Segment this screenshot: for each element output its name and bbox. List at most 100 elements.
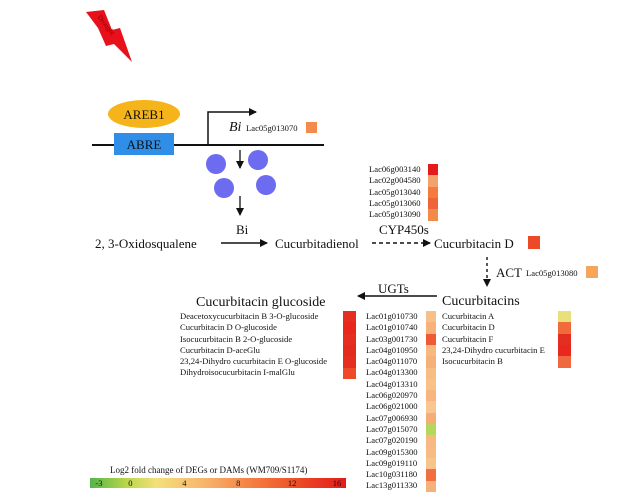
cucurbitacin-heat-cell: [558, 356, 571, 368]
ugt-gene-id: Lac03g001730: [366, 333, 418, 344]
glucoside-heat-cell: [343, 356, 356, 368]
ugt-heat-cell: [426, 311, 436, 323]
cucurbitacin-d-label: Cucurbitacin D: [434, 236, 514, 251]
ugt-gene-id: Lac07g020190: [366, 435, 418, 446]
glucoside-heat-cell: [343, 322, 356, 334]
glucoside-heat-column: [343, 311, 356, 380]
cyp-gene-id: Lac05g013090: [369, 209, 421, 220]
ugt-heat-cell: [426, 457, 436, 470]
bi-gene-heat-cell: [306, 122, 317, 133]
glucoside-name: Dihydroisocucurbitacin I-malGlu: [180, 367, 295, 378]
transcription-start-arrow: [207, 108, 257, 145]
ugt-gene-id: Lac06g020970: [366, 390, 418, 401]
glucoside-name: Deacetoxycucurbitacin B 3-O-glucoside: [180, 311, 319, 321]
cyp450-label: CYP450s: [379, 222, 429, 237]
ugt-heat-cell: [426, 390, 436, 402]
cyp-heat-cell: [428, 175, 438, 187]
ugt-heat-cell: [426, 424, 436, 436]
ugt-gene-id: Lac07g015070: [366, 423, 418, 434]
ugt-heat-cell: [426, 412, 436, 425]
ugt-heat-cell: [426, 356, 436, 368]
legend-ticks: -3 0 4 8 12 16: [90, 479, 346, 489]
abre-box: ABRE: [114, 133, 174, 155]
ugt-heat-cell: [426, 378, 436, 391]
legend-color-bar: [90, 478, 346, 488]
bi-enzyme-dot: [214, 178, 234, 198]
substrate-label: 2, 3-Oxidosqualene: [95, 236, 197, 251]
cucurbitacin-name: Cucurbitacin A: [442, 311, 495, 321]
cucurbitacins-title: Cucurbitacins: [442, 294, 520, 309]
abre-label: ABRE: [126, 136, 162, 152]
bi-gene-symbol: Bi: [229, 120, 242, 135]
ugt-gene-id: Lac01g010730: [366, 311, 418, 321]
cucurbitacin-name: Cucurbitacin D: [442, 322, 495, 333]
cucurbitacin-name: Isocucurbitacin B: [442, 356, 503, 367]
ugt-heat-cell: [426, 480, 436, 493]
areb1-label: AREB1: [123, 106, 165, 122]
ugt-gene-id: Lac01g010740: [366, 322, 418, 333]
ugt-heat-cell: [426, 322, 436, 334]
ugt-heat-cell: [426, 344, 436, 357]
legend-tick-label: 8: [236, 478, 241, 488]
ugt-gene-id: Lac04g010950: [366, 344, 418, 355]
cyp-heat-cell: [428, 197, 438, 210]
ugt-gene-id: Lac13g011330: [366, 480, 418, 491]
cyp-heat-cell: [428, 186, 438, 199]
act-label: ACT: [496, 265, 522, 280]
glucoside-name: 23,24-Dihydro cucurbitacin E O-glucoside: [180, 356, 328, 367]
cyp-gene-id: Lac06g003140: [369, 164, 421, 174]
legend-title: Log2 fold change of DEGs or DAMs (WM709/…: [110, 465, 308, 475]
ugt-gene-id: Lac06g021000: [366, 401, 418, 412]
ugt-heat-cell: [426, 469, 436, 481]
ugt-gene-id: Lac09g019110: [366, 457, 418, 468]
glucoside-heat-cell: [343, 333, 356, 346]
legend-tick-label: 4: [182, 478, 187, 488]
bi-enzyme-dot: [248, 150, 268, 170]
glucoside-heat-cell: [343, 311, 356, 323]
ugt-heat-cell: [426, 401, 436, 414]
ugt-gene-id: Lac07g006930: [366, 412, 418, 423]
legend-tick-label: 16: [332, 478, 342, 488]
ugt-heat-cell: [426, 367, 436, 380]
cucurbitacin-name: 23,24-Dihydro cucurbitacin E: [442, 344, 545, 355]
lightning-bolt-icon: [86, 10, 132, 62]
areb1-oval: AREB1: [108, 100, 180, 128]
cucurbitacin-heat-cell: [558, 311, 571, 323]
ugt-heat-cell: [426, 435, 436, 447]
glucoside-name: Cucurbitacin D O-glucoside: [180, 322, 277, 333]
legend-tick-label: 0: [128, 478, 133, 488]
cucurbitacin-d-heat-cell: [528, 236, 540, 249]
cucurbitacin-heat-cell: [558, 344, 571, 357]
cucurbitacin-heat-cell: [558, 333, 571, 346]
bi-enzyme-dot: [256, 175, 276, 195]
ugt-heat-cell: [426, 446, 436, 459]
cyp-heat-column: [428, 164, 438, 221]
glucoside-heat-cell: [343, 344, 356, 357]
ugt-gene-id: Lac04g013300: [366, 367, 418, 378]
ugt-heat-column: [426, 311, 436, 493]
act-gene-id: Lac05g013080: [526, 268, 578, 278]
cyp-gene-id: Lac05g013040: [369, 186, 421, 197]
cucurbitadienol-label: Cucurbitadienol: [275, 236, 359, 251]
ugt-gene-id: Lac04g011070: [366, 356, 418, 367]
cucurbitacin-heat-column: [558, 311, 571, 368]
cyp-gene-id: Lac05g013060: [369, 197, 421, 208]
act-gene-heat-cell: [586, 266, 598, 278]
glucoside-name: Cucurbitacin D-aceGlu: [180, 344, 260, 355]
cucurbitacin-name: Cucurbitacin F: [442, 333, 494, 344]
ugt-label: UGTs: [378, 281, 409, 296]
cyp-heat-cell: [428, 209, 438, 221]
ugt-gene-id: Lac10g031180: [366, 469, 418, 480]
cyp-gene-id: Lac02g004580: [369, 175, 421, 186]
glucoside-heat-cell: [343, 367, 356, 380]
legend-tick-label: 12: [287, 478, 297, 488]
ugt-heat-cell: [426, 333, 436, 346]
bi-gene-id: Lac05g013070: [246, 123, 298, 133]
legend-tick-label: -3: [95, 478, 103, 488]
ugt-gene-id: Lac04g013310: [366, 378, 418, 389]
